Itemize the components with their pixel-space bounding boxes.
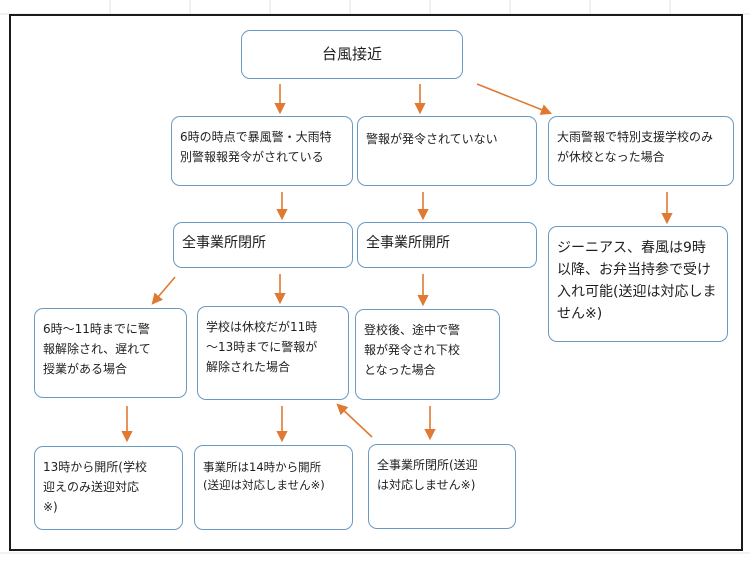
node-warning-lifted-6-11: 6時～11時までに警 報解除され、遅れて 授業がある場合 xyxy=(34,308,187,398)
node-warning-after-school-start: 登校後、途中で警 報が発令され下校 となった場合 xyxy=(355,309,500,400)
node-all-closed-no-transport: 全事業所閉所(送迎 は対応しません※) xyxy=(368,444,516,529)
node-all-offices-closed: 全事業所閉所 xyxy=(173,222,353,268)
node-genius-harukaze-accept: ジーニアス、春風は9時 以降、お弁当持参で受け 入れ可能(送迎は対応しま せん※… xyxy=(548,226,728,342)
node-storm-warning-issued: 6時の時点で暴風警・大雨特 別警報報発令がされている xyxy=(171,116,353,186)
node-special-school-closed: 大雨警報で特別支援学校のみ が休校となった場合 xyxy=(548,116,734,186)
node-all-offices-open: 全事業所開所 xyxy=(357,222,537,268)
node-open-from-13: 13時から開所(学校 迎えのみ送迎対応 ※) xyxy=(34,446,183,530)
node-warning-lifted-11-13: 学校は休校だが11時 ～13時までに警報が 解除された場合 xyxy=(197,306,349,400)
node-typhoon-approach: 台風接近 xyxy=(241,30,463,79)
node-no-warning: 警報が発令されていない xyxy=(357,116,537,186)
node-open-from-14: 事業所は14時から開所 (送迎は対応しません※) xyxy=(194,445,353,530)
